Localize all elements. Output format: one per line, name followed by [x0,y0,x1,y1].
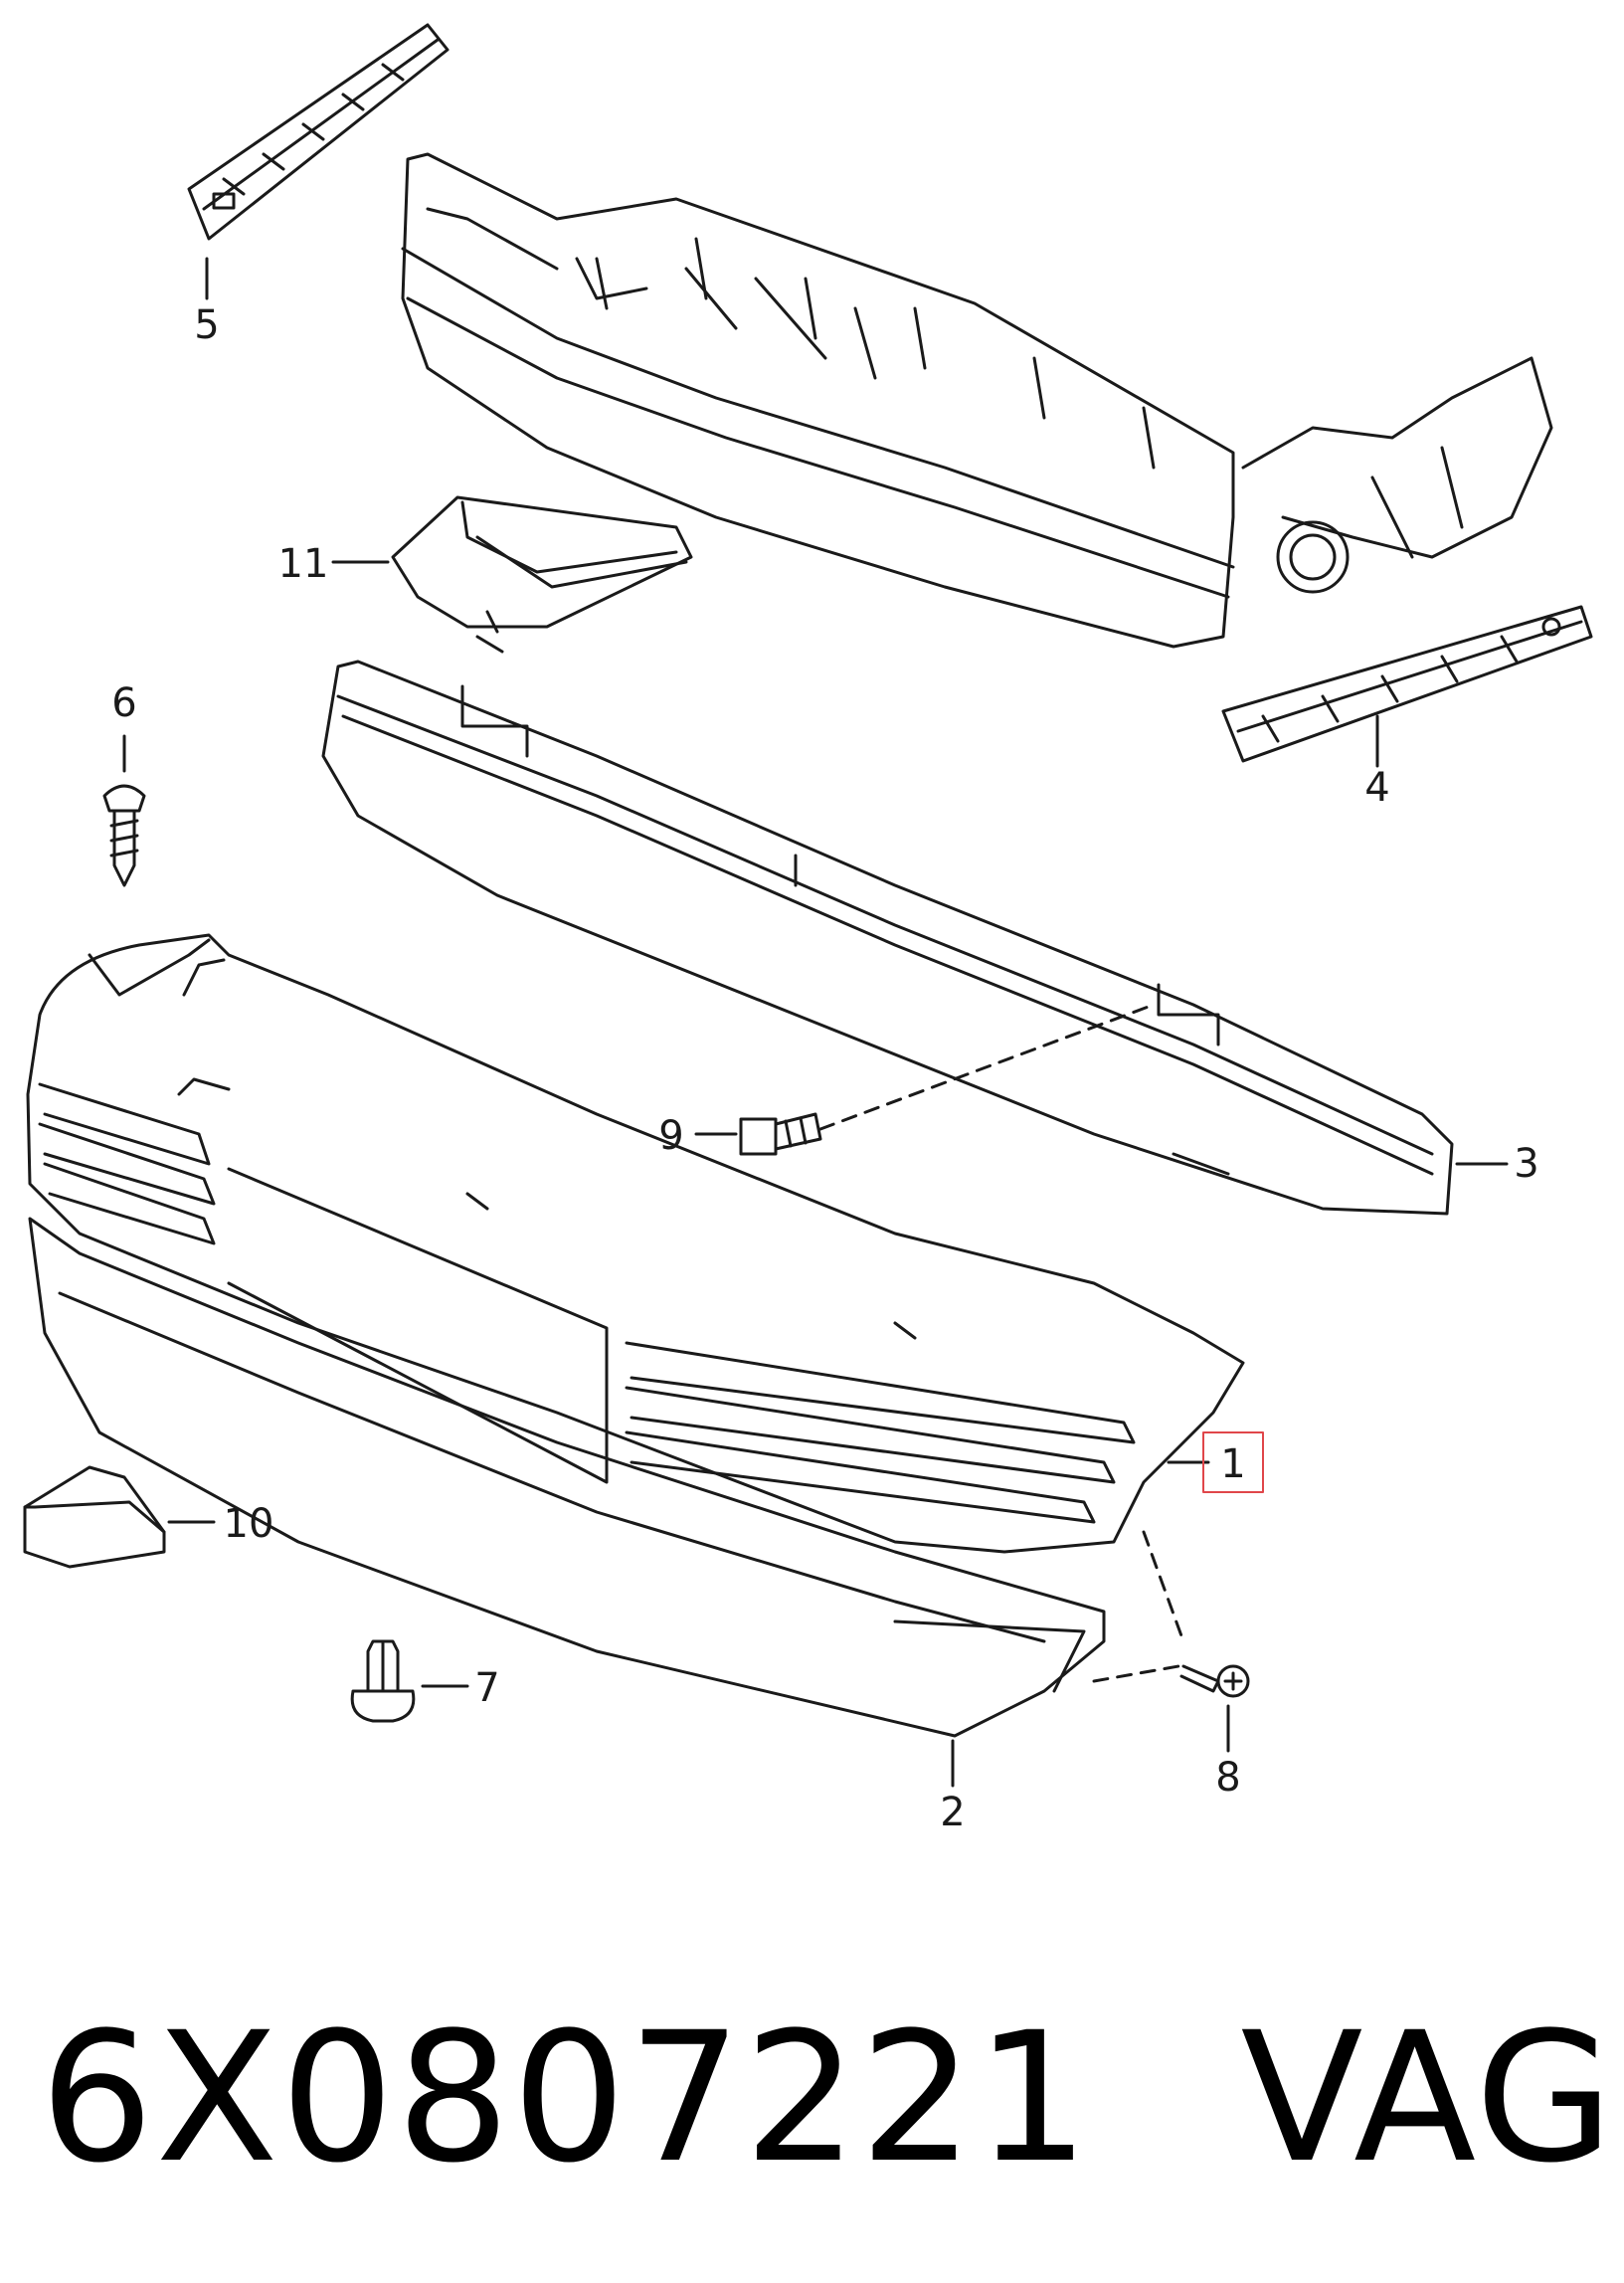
callout-2: 2 [940,1790,965,1835]
part-6-screw [102,784,146,887]
body-carrier-assembly [401,152,1553,649]
part-3-absorber [321,660,1454,1216]
callout-1: 1 [1220,1441,1245,1487]
dash-8 [1092,1664,1180,1683]
part-10-cap [23,1465,166,1569]
part-11-bracket [391,495,693,654]
callout-3: 3 [1514,1141,1538,1187]
part-9-bolt [739,1112,822,1156]
callout-1-highlight [1202,1431,1264,1493]
brand-name: VAG [1240,1995,1616,2202]
callout-9: 9 [658,1113,683,1159]
callout-4: 4 [1364,765,1389,811]
part-7-clip [350,1639,416,1723]
callout-5: 5 [194,302,219,348]
callout-10: 10 [224,1501,274,1547]
part-1-bumper-cover [26,933,1245,1554]
part-4-bracket [1221,605,1593,763]
callout-7: 7 [474,1665,499,1711]
part-8-screw [1179,1664,1250,1698]
part-5-bracket [187,23,450,241]
callout-6: 6 [111,680,136,726]
callout-8: 8 [1215,1755,1240,1801]
part-number: 6X0807221 [40,1995,1092,2202]
callout-11: 11 [278,541,329,587]
dash-9 [818,1003,1156,1131]
part-2-spoiler [28,1217,1185,1738]
